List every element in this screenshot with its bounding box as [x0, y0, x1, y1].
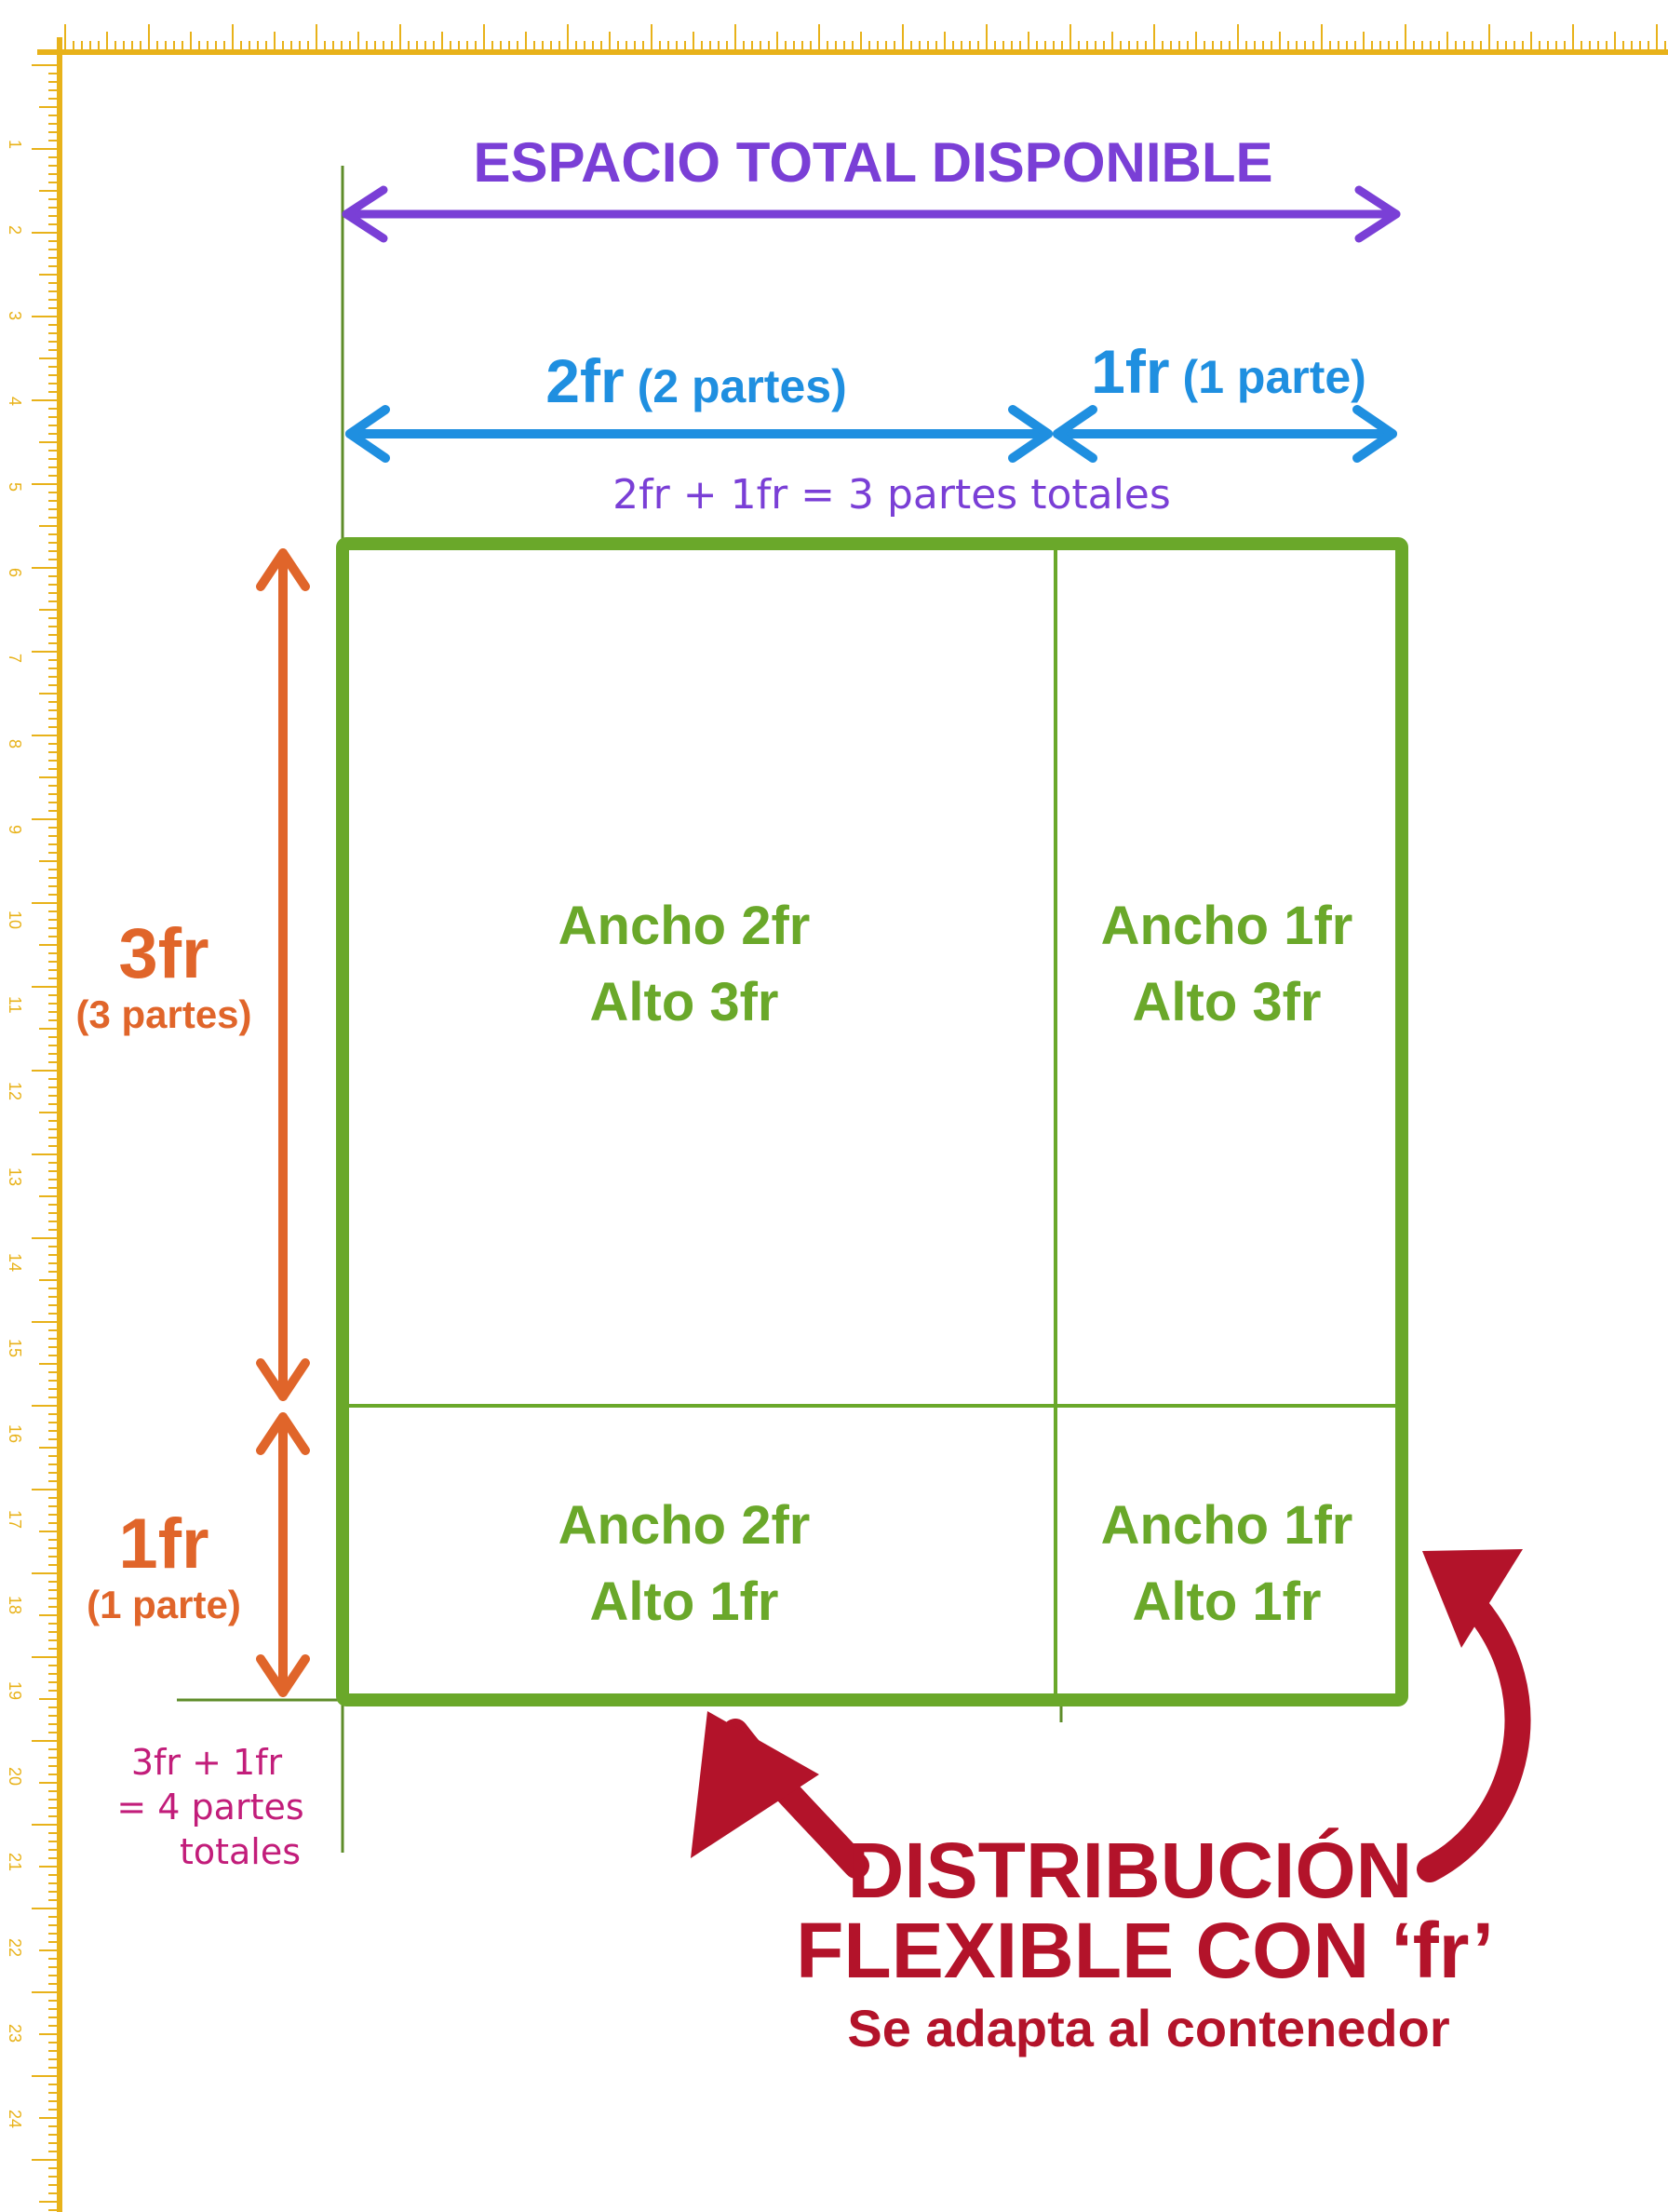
cell-3-height: Alto 1fr: [590, 1571, 779, 1632]
callout-arrow-left: [691, 1711, 869, 1879]
callout-subtitle: Se adapta al contenedor: [847, 1999, 1449, 2057]
ruler-number: 11: [6, 996, 24, 1014]
row2-label-main: 1fr: [118, 1504, 208, 1584]
ruler-number: 5: [6, 482, 24, 492]
callout-title-line1: DISTRIBUCIÓN: [848, 1827, 1413, 1914]
ruler-number: 22: [6, 1938, 24, 1957]
ruler-number: 24: [6, 2110, 24, 2128]
callout-arrow-right: [1417, 1549, 1531, 1882]
rows-total-note-2: = 4 partes: [116, 1787, 303, 1828]
columns-total-note: 2fr + 1fr = 3 partes totales: [612, 471, 1171, 519]
top-ruler-ticks: [64, 24, 1666, 52]
col1-label: 2fr(2 partes): [545, 346, 846, 415]
row2-label-sub: (1 parte): [87, 1583, 241, 1626]
ruler-number: 19: [6, 1681, 24, 1700]
cell-3-width: Ancho 2fr: [558, 1495, 811, 1556]
cell-2-height: Alto 3fr: [1133, 972, 1322, 1032]
ruler-number: 20: [6, 1767, 24, 1786]
callout-title-line2: FLEXIBLE CON ‘fr’: [796, 1907, 1494, 1994]
ruler-number: 23: [6, 2024, 24, 2043]
top-ruler: [37, 24, 1668, 55]
ruler-number: 4: [6, 397, 24, 406]
ruler-number: 9: [6, 825, 24, 834]
ruler-number: 18: [6, 1596, 24, 1614]
ruler-number: 14: [6, 1253, 24, 1272]
ruler-number: 10: [6, 910, 24, 929]
col2-label: 1fr(1 parte): [1091, 337, 1366, 406]
grid-container: [336, 537, 1408, 1706]
total-space-arrow: [342, 185, 1401, 243]
ruler-number: 12: [6, 1082, 24, 1100]
rows-total-note-1: 3fr + 1fr: [131, 1742, 283, 1783]
row-arrows: [256, 548, 310, 1697]
ruler-number: 15: [6, 1339, 24, 1357]
column-arrows: [345, 405, 1397, 463]
ruler-number: 1: [6, 140, 24, 149]
row1-label-main: 3fr: [118, 914, 208, 993]
ruler-number: 17: [6, 1510, 24, 1529]
ruler-number: 3: [6, 311, 24, 320]
cell-1-height: Alto 3fr: [590, 972, 779, 1032]
cell-4-width: Ancho 1fr: [1101, 1495, 1353, 1556]
cell-1-width: Ancho 2fr: [558, 896, 811, 956]
ruler-number: 21: [6, 1853, 24, 1871]
ruler-number: 16: [6, 1424, 24, 1443]
ruler-number: 2: [6, 225, 24, 235]
cell-4-height: Alto 1fr: [1133, 1571, 1322, 1632]
cell-2-width: Ancho 1fr: [1101, 896, 1353, 956]
total-space-label: ESPACIO TOTAL DISPONIBLE: [474, 131, 1273, 194]
ruler-number: 6: [6, 568, 24, 577]
left-ruler-ticks: [32, 64, 60, 2211]
ruler-number: 8: [6, 739, 24, 749]
ruler-number: 7: [6, 654, 24, 663]
rows-total-note-3: totales: [180, 1831, 301, 1872]
row1-label-sub: (3 partes): [75, 992, 251, 1036]
ruler-number: 13: [6, 1167, 24, 1186]
